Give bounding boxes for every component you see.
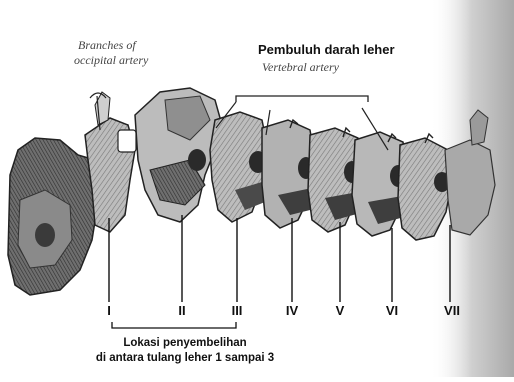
numeral-3: III	[222, 303, 252, 318]
vessel-title: Pembuluh darah leher	[258, 42, 395, 57]
atlas-foramen	[118, 130, 136, 152]
axis-foramen	[188, 149, 206, 171]
numeral-7: VII	[437, 303, 467, 318]
numeral-6: VI	[377, 303, 407, 318]
occipital-label-line2: occipital artery	[74, 53, 148, 68]
caption-line1: Lokasi penyembelihan	[60, 337, 310, 349]
vertebral-artery-bracket	[236, 96, 368, 102]
caption-bracket	[112, 322, 236, 328]
numeral-5: V	[325, 303, 355, 318]
numeral-4: IV	[277, 303, 307, 318]
vertebral-artery-label: Vertebral artery	[262, 60, 339, 75]
skull-foramen	[35, 223, 55, 247]
numeral-1: I	[94, 303, 124, 318]
numeral-2: II	[167, 303, 197, 318]
caption-line2: di antara tulang leher 1 sampai 3	[60, 352, 310, 364]
occipital-label-line1: Branches of	[78, 38, 136, 53]
